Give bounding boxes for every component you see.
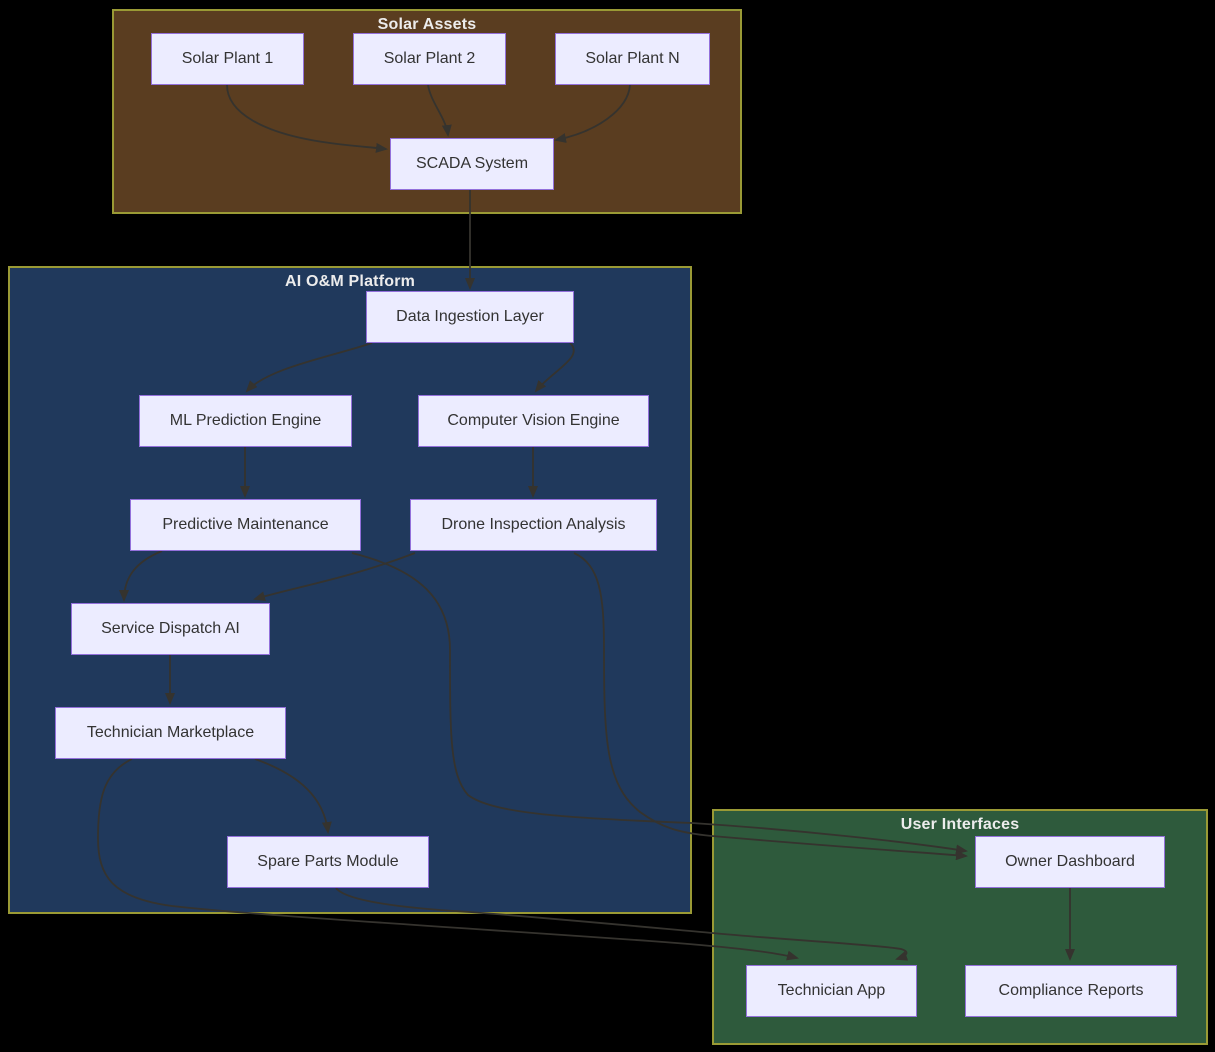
- node-technician-app-label: Technician App: [777, 982, 886, 999]
- node-service-dispatch-ai: Service Dispatch AI: [71, 603, 270, 655]
- node-computer-vision-engine-label: Computer Vision Engine: [447, 412, 620, 429]
- node-data-ingestion-layer: Data Ingestion Layer: [366, 291, 574, 343]
- node-drone-inspection-analysis-label: Drone Inspection Analysis: [441, 516, 626, 533]
- node-owner-dashboard: Owner Dashboard: [975, 836, 1165, 888]
- node-service-dispatch-ai-label: Service Dispatch AI: [101, 620, 240, 637]
- edge-drone-inspection-analysis-to-owner-dashboard: [573, 552, 968, 861]
- node-ml-prediction-engine: ML Prediction Engine: [139, 395, 352, 447]
- edge-data-ingestion-layer-to-computer-vision-engine: [534, 342, 575, 393]
- edge-data-ingestion-layer-to-ml-prediction-engine: [245, 342, 373, 393]
- node-data-ingestion-layer-label: Data Ingestion Layer: [396, 308, 544, 325]
- node-computer-vision-engine: Computer Vision Engine: [418, 395, 649, 447]
- node-solar-plant-2: Solar Plant 2: [353, 33, 506, 85]
- node-predictive-maintenance-label: Predictive Maintenance: [162, 516, 329, 533]
- node-ml-prediction-engine-label: ML Prediction Engine: [169, 412, 322, 429]
- node-solar-plant-n-label: Solar Plant N: [585, 50, 680, 67]
- edge-solar-plant-n-to-scada-system: [554, 84, 631, 143]
- node-scada-system-label: SCADA System: [415, 155, 529, 172]
- edge-drone-inspection-analysis-to-service-dispatch-ai: [253, 552, 416, 602]
- node-spare-parts-module: Spare Parts Module: [227, 836, 429, 888]
- node-technician-marketplace: Technician Marketplace: [55, 707, 286, 759]
- node-technician-marketplace-label: Technician Marketplace: [86, 724, 255, 741]
- edge-solar-plant-1-to-scada-system: [226, 84, 388, 153]
- node-spare-parts-module-label: Spare Parts Module: [257, 853, 399, 870]
- cluster-user-interfaces-title: User Interfaces: [900, 816, 1020, 833]
- node-scada-system: SCADA System: [390, 138, 554, 190]
- node-compliance-reports: Compliance Reports: [965, 965, 1177, 1017]
- node-solar-plant-1-label: Solar Plant 1: [181, 50, 274, 67]
- node-solar-plant-2-label: Solar Plant 2: [383, 50, 476, 67]
- edge-predictive-maintenance-to-service-dispatch-ai: [119, 550, 163, 602]
- node-owner-dashboard-label: Owner Dashboard: [1005, 853, 1135, 870]
- edge-spare-parts-module-to-technician-app: [335, 887, 909, 961]
- node-technician-app: Technician App: [746, 965, 917, 1017]
- edge-predictive-maintenance-to-owner-dashboard: [351, 552, 968, 855]
- node-drone-inspection-analysis: Drone Inspection Analysis: [410, 499, 657, 551]
- edge-technician-marketplace-to-spare-parts-module: [254, 758, 332, 834]
- edge-solar-plant-2-to-scada-system: [427, 84, 452, 137]
- node-predictive-maintenance: Predictive Maintenance: [130, 499, 361, 551]
- node-solar-plant-n: Solar Plant N: [555, 33, 710, 85]
- node-compliance-reports-label: Compliance Reports: [998, 982, 1144, 999]
- cluster-solar-assets-title: Solar Assets: [377, 16, 477, 33]
- node-solar-plant-1: Solar Plant 1: [151, 33, 304, 85]
- cluster-ai-om-platform-title: AI O&M Platform: [284, 273, 416, 290]
- edge-technician-marketplace-to-technician-app: [97, 758, 799, 961]
